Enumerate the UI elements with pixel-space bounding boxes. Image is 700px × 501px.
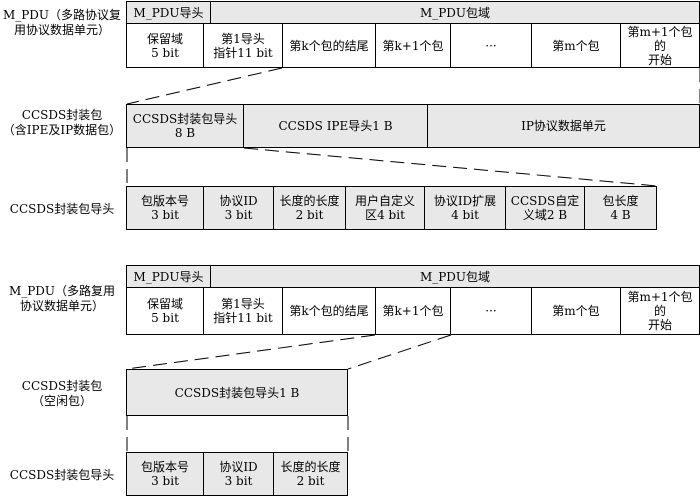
mpdu-field-m-2: 第m个包 [531,287,621,335]
ip-data-unit: IP协议数据单元 [427,104,700,148]
mpdu-field-k-end-2: 第k个包的结尾 [282,287,376,335]
header-label-1: CCSDS封装包导头 [9,202,115,216]
hdr-field-ccsds-defined: CCSDS自定 义域2 B [505,186,585,230]
packet-label-2: CCSDS封装包 （空闲包） [21,379,103,408]
mpdu-field-m1-start-2: 第m+1个包的 开始 [620,287,700,335]
hdr-field-version: 包版本号 3 bit [126,186,204,230]
mpdu-label-1: M_PDU（多路协议复 用协议数据单元） [2,8,122,37]
mpdu-domain-1: M_PDU包域 [210,1,700,24]
hdr-field-packet-length: 包长度 4 B [584,186,657,230]
ipe-header: CCSDS IPE导头1 B [243,104,428,148]
mpdu-field-k-end-1: 第k个包的结尾 [282,23,376,68]
hdr-field-protocol-id-ext: 协议ID扩展 4 bit [424,186,506,230]
mpdu-field-reserved-1: 保留域 5 bit [126,23,204,68]
mpdu-label-2: M_PDU（多路复用 协议数据单元） [8,284,116,313]
header-label-2: CCSDS封装包导头 [9,468,115,482]
mpdu-field-reserved-2: 保留域 5 bit [126,287,204,335]
packet-label-1: CCSDS封装包 （含IPE及IP数据包） [2,108,122,137]
connector-3b [347,334,452,370]
mpdu-field-pointer-1: 第1导头 指针11 bit [203,23,283,68]
hdr2-field-protocol-id: 协议ID 3 bit [203,452,274,496]
mpdu-domain-2: M_PDU包域 [210,265,700,288]
connector-2b [243,147,658,187]
ccsds-packet-header-1: CCSDS封装包导头 8 B [126,104,244,148]
hdr2-field-version: 包版本号 3 bit [126,452,204,496]
mpdu-header-1: M_PDU导头 [126,1,211,24]
hdr2-field-length-of-length: 长度的长度 2 bit [273,452,348,496]
mpdu-field-ellipsis-1: ··· [450,23,532,68]
connector-3a [126,334,376,370]
connector-1a [126,67,283,105]
ccsds-packet-header-2: CCSDS封装包导头1 B [126,369,348,416]
hdr-field-protocol-id: 协议ID 3 bit [203,186,274,230]
mpdu-field-pointer-2: 第1导头 指针11 bit [203,287,283,335]
mpdu-field-k1-1: 第k+1个包 [375,23,451,68]
mpdu-field-ellipsis-2: ··· [450,287,532,335]
mpdu-header-2: M_PDU导头 [126,265,211,288]
hdr-field-length-of-length: 长度的长度 2 bit [273,186,346,230]
hdr-field-user-defined: 用户自定义 区4 bit [345,186,425,230]
mpdu-field-k1-2: 第k+1个包 [375,287,451,335]
mpdu-field-m1-start-1: 第m+1个包的 开始 [620,23,700,68]
mpdu-field-m-1: 第m个包 [531,23,621,68]
